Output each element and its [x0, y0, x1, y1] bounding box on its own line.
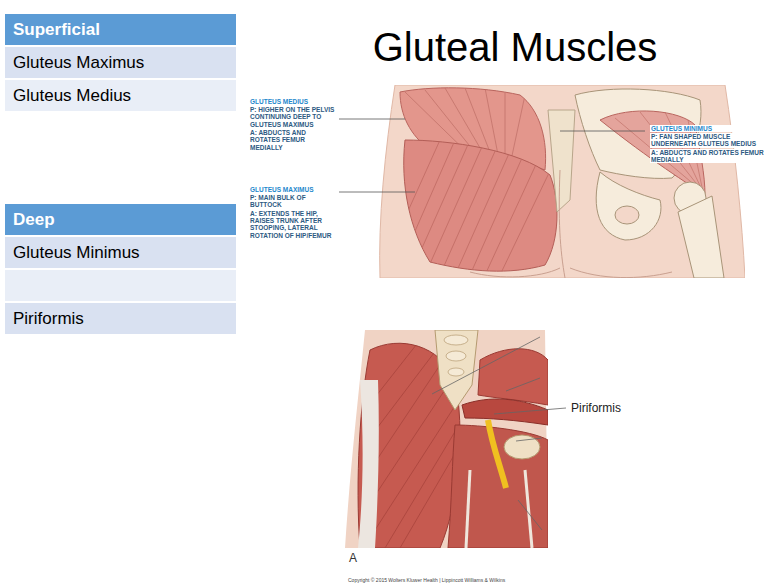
- muscle-fibres: [485, 145, 545, 275]
- sacrum-bone: [548, 110, 575, 212]
- muscle-note: A: ABDUCTS AND ROTATES FEMUR MEDIALLY: [650, 149, 765, 164]
- tendons: [466, 470, 532, 548]
- muscle-fibres: [410, 140, 470, 275]
- skin-crease: [570, 268, 672, 278]
- leader-lines: [494, 408, 566, 414]
- muscle-fibres: [398, 140, 455, 270]
- muscle-name: GLUTEUS MAXIMUS: [250, 186, 336, 193]
- vertebrae: [448, 368, 464, 376]
- figure-letter: A: [349, 551, 357, 565]
- muscle-note: P: MAIN BULK OF BUTTOCK: [250, 194, 336, 209]
- muscle-fibres: [395, 140, 440, 240]
- deep-muscles: [448, 425, 548, 548]
- sciatic-nerve: [488, 420, 506, 488]
- sacrum-bone: [435, 330, 478, 410]
- leader-lines: [516, 438, 542, 441]
- leader-lines: [339, 119, 645, 192]
- leader-lines: [432, 337, 566, 530]
- deep-dissection-illustration: [345, 330, 548, 548]
- leader-lines: [432, 337, 540, 394]
- muscle-fibres: [470, 140, 530, 275]
- leader-lines: [560, 131, 645, 132]
- table-cell: Gluteus Minimus: [5, 237, 236, 268]
- muscle-note: A: ABDUCTS AND ROTATES FEMUR MEDIALLY: [250, 129, 336, 151]
- femur-bone: [678, 196, 724, 278]
- callout-label: Piriformis: [571, 401, 621, 415]
- buttocks-illustration: [380, 85, 745, 278]
- muscle-fibres: [395, 140, 560, 275]
- table-cell: Piriformis: [5, 303, 236, 334]
- piriformis-muscle: [462, 399, 548, 425]
- vertebrae: [444, 335, 468, 376]
- muscle-fibres: [510, 95, 525, 165]
- slide-title: Gluteal Muscles: [330, 24, 700, 70]
- table-header: Deep: [5, 204, 236, 235]
- table-cell: Gluteus Medius: [5, 80, 236, 111]
- muscle-fibres: [425, 140, 485, 275]
- skin-crease: [559, 170, 565, 278]
- muscle-fibres: [455, 140, 515, 275]
- gluteus-medius-muscle: [478, 349, 548, 405]
- leader-lines: [506, 378, 540, 391]
- leader-lines: [339, 192, 415, 193]
- iliotibial-band: [358, 380, 379, 548]
- copyright-note: Copyright © 2015 Wolters Kluwer Health |…: [348, 577, 505, 583]
- muscle-name: GLUTEUS MEDIUS: [250, 98, 336, 105]
- muscle-note: P: FAN SHAPED MUSCLE UNDERNEATH GLUTEUS …: [650, 133, 765, 148]
- ischium-bone: [596, 172, 661, 240]
- muscle-fibres: [500, 150, 560, 275]
- muscle-note: A: EXTENDS THE HIP, RAISES TRUNK AFTER S…: [250, 210, 336, 240]
- muscle-note: P: HIGHER ON THE PELVIS CONTINUING DEEP …: [250, 106, 336, 128]
- table-cell: [5, 270, 236, 301]
- vertebrae: [446, 351, 466, 361]
- skin-crease: [470, 268, 560, 277]
- muscle-name: GLUTEUS MINIMUS: [650, 125, 765, 132]
- tendons: [525, 470, 532, 548]
- deep-dissection-illustration: [345, 330, 548, 548]
- muscle-fibres: [375, 395, 462, 530]
- muscle-fibres: [440, 140, 500, 275]
- leader-lines: [339, 119, 405, 120]
- table-cell: Gluteus Maximus: [5, 47, 236, 78]
- leader-lines: [518, 500, 542, 530]
- table-header: Superficial: [5, 14, 236, 45]
- obturator-foramen: [615, 206, 639, 224]
- buttocks-illustration: [380, 85, 745, 278]
- vertebrae: [444, 335, 468, 345]
- tendons: [466, 470, 470, 548]
